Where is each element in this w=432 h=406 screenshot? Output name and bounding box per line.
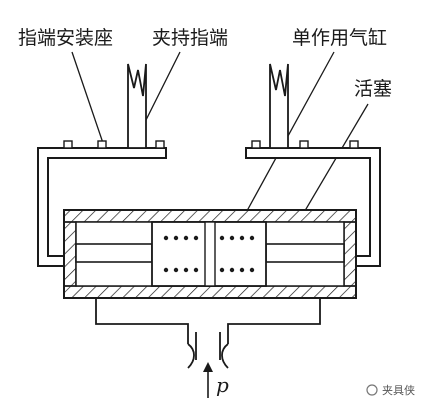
seal-dots	[163, 235, 255, 273]
label-clamp-finger: 夹持指端	[152, 27, 228, 49]
watermark: 夹具侠	[366, 384, 415, 397]
right-piston	[209, 221, 267, 287]
label-single-acting-cylinder: 单作用气缸	[292, 27, 387, 49]
watermark-logo-icon	[366, 384, 378, 396]
pistons	[151, 221, 267, 287]
pressure-label: p	[216, 373, 229, 397]
left-clamp-finger	[127, 63, 147, 149]
pressure-arrow	[203, 362, 213, 398]
air-port-fitting	[95, 298, 321, 369]
left-piston	[151, 221, 211, 287]
left-finger-seat	[37, 147, 167, 267]
piston-rods	[75, 243, 345, 263]
watermark-text: 夹具侠	[382, 384, 415, 397]
right-clamp-finger	[269, 63, 289, 149]
label-finger-seat: 指端安装座	[18, 27, 113, 49]
right-seat-bolts	[251, 140, 359, 149]
piston-center-gap	[204, 221, 216, 287]
label-piston: 活塞	[354, 78, 392, 100]
left-seat-bolts	[63, 140, 165, 149]
